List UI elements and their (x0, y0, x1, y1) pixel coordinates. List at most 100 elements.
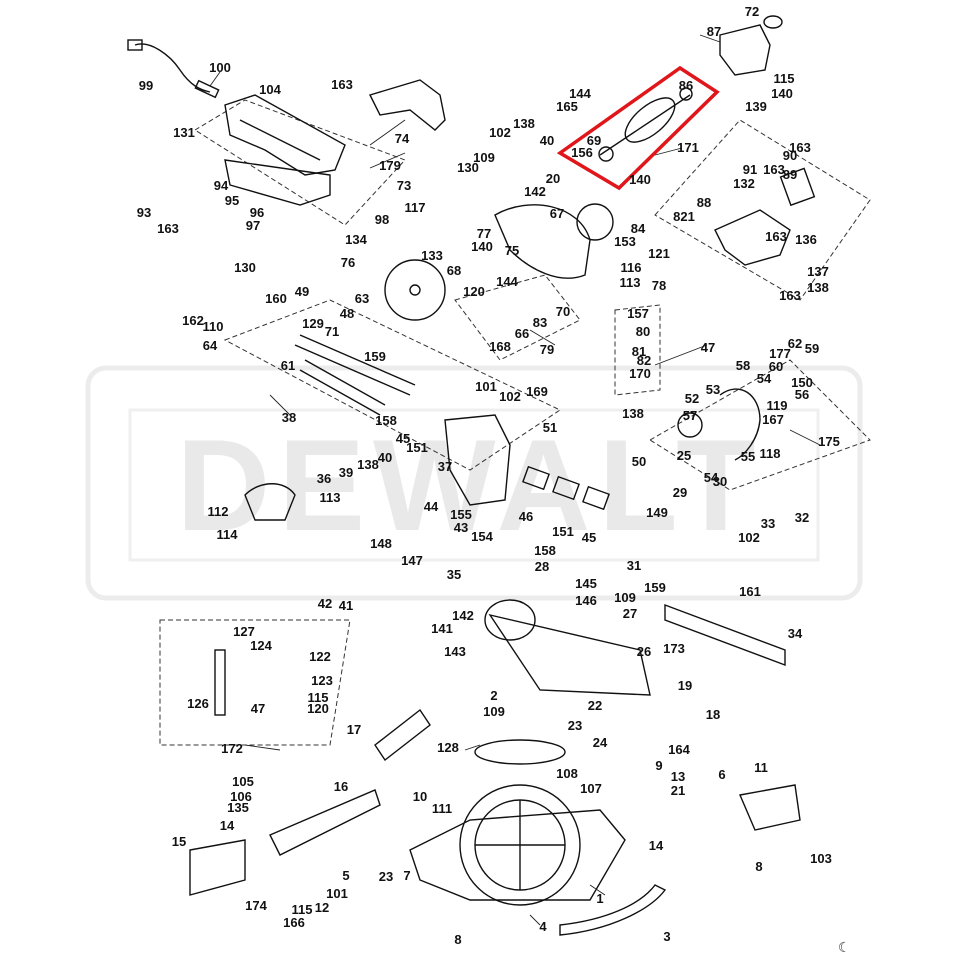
part-label-6: 6 (718, 767, 725, 782)
part-label-102: 102 (499, 389, 521, 404)
part-label-67: 67 (550, 206, 564, 221)
part-label-82: 82 (637, 353, 651, 368)
part-label-159: 159 (644, 580, 666, 595)
part-label-66: 66 (515, 326, 529, 341)
part-label-174: 174 (245, 898, 267, 913)
part-label-62: 62 (788, 336, 802, 351)
part-label-89: 89 (783, 167, 797, 182)
part-label-69: 69 (587, 133, 601, 148)
part-label-23: 23 (379, 869, 393, 884)
part-label-121: 121 (648, 246, 670, 261)
part-label-168: 168 (489, 339, 511, 354)
part-label-78: 78 (652, 278, 666, 293)
part-label-51: 51 (543, 420, 557, 435)
part-label-13: 13 (671, 769, 685, 784)
part-label-115: 115 (774, 71, 795, 86)
part-label-141: 141 (431, 621, 453, 636)
part-label-49: 49 (295, 284, 309, 299)
part-label-157: 157 (627, 306, 649, 321)
part-label-17: 17 (347, 722, 361, 737)
part-label-15: 15 (172, 834, 186, 849)
part-label-28: 28 (535, 559, 549, 574)
part-label-151: 151 (406, 440, 428, 455)
part-label-87: 87 (707, 24, 721, 39)
part-label-172: 172 (221, 741, 243, 756)
part-label-39: 39 (339, 465, 353, 480)
part-label-64: 64 (203, 338, 218, 353)
parts (127, 15, 816, 936)
part-label-106: 106 (230, 789, 252, 804)
part-label-75: 75 (505, 243, 519, 258)
part-label-115: 115 (292, 902, 313, 917)
part-label-50: 50 (632, 454, 646, 469)
part-label-70: 70 (556, 304, 570, 319)
part-label-149: 149 (646, 505, 668, 520)
part-label-142: 142 (452, 608, 474, 623)
part-label-43: 43 (454, 520, 468, 535)
part-label-114: 114 (217, 527, 239, 542)
part-label-45: 45 (582, 530, 596, 545)
part-label-116: 116 (621, 260, 642, 275)
part-label-2: 2 (490, 688, 497, 703)
part-label-158: 158 (375, 413, 397, 428)
part-label-60: 60 (769, 359, 783, 374)
part-label-86: 86 (679, 78, 693, 93)
part-label-129: 129 (302, 316, 324, 331)
part-label-40: 40 (378, 450, 392, 465)
part-label-122: 122 (309, 649, 331, 664)
part-label-153: 153 (614, 234, 636, 249)
part-label-73: 73 (397, 178, 411, 193)
page-corner-mark: ☾ (838, 940, 851, 956)
part-label-42: 42 (318, 596, 332, 611)
part-label-131: 131 (173, 125, 195, 140)
part-label-110: 110 (203, 319, 224, 334)
part-label-163: 163 (765, 229, 787, 244)
part-label-55: 55 (741, 449, 755, 464)
part-label-138: 138 (513, 116, 535, 131)
part-label-14: 14 (649, 838, 664, 853)
part-label-155: 155 (450, 507, 472, 522)
part-label-105: 105 (232, 774, 254, 789)
part-label-54: 54 (704, 470, 719, 485)
part-label-164: 164 (668, 742, 690, 757)
part-label-166: 166 (283, 915, 305, 930)
part-label-47: 47 (701, 340, 715, 355)
part-label-163: 163 (331, 77, 353, 92)
part-label-115: 115 (308, 690, 329, 705)
part-label-53: 53 (706, 382, 720, 397)
part-label-108: 108 (556, 766, 578, 781)
part-label-107: 107 (580, 781, 602, 796)
part-label-100: 100 (209, 60, 231, 75)
part-label-163: 163 (763, 162, 785, 177)
part-label-37: 37 (438, 459, 452, 474)
part-label-147: 147 (401, 553, 423, 568)
part-label-103: 103 (810, 851, 832, 866)
part-label-41: 41 (339, 598, 353, 613)
part-label-134: 134 (345, 232, 367, 247)
part-label-148: 148 (370, 536, 392, 551)
part-label-20: 20 (546, 171, 560, 186)
part-label-97: 97 (246, 218, 260, 233)
part-label-56: 56 (795, 387, 809, 402)
part-label-130: 130 (234, 260, 256, 275)
part-label-80: 80 (636, 324, 650, 339)
part-label-163: 163 (779, 288, 801, 303)
part-label-154: 154 (471, 529, 493, 544)
part-label-68: 68 (447, 263, 461, 278)
watermark: DEWALT (85, 365, 863, 601)
part-label-138: 138 (357, 457, 379, 472)
part-label-113: 113 (320, 490, 341, 505)
part-label-112: 112 (208, 504, 229, 519)
part-label-138: 138 (807, 280, 829, 295)
part-label-98: 98 (375, 212, 389, 227)
part-label-63: 63 (355, 291, 369, 306)
part-label-120: 120 (463, 284, 485, 299)
part-label-102: 102 (738, 530, 760, 545)
part-label-11: 11 (754, 760, 768, 775)
part-label-821: 821 (673, 209, 695, 224)
part-label-81: 81 (632, 344, 646, 359)
part-label-120: 120 (307, 701, 329, 716)
part-label-123: 123 (311, 673, 333, 688)
part-label-132: 132 (733, 176, 755, 191)
part-label-139: 139 (745, 99, 767, 114)
